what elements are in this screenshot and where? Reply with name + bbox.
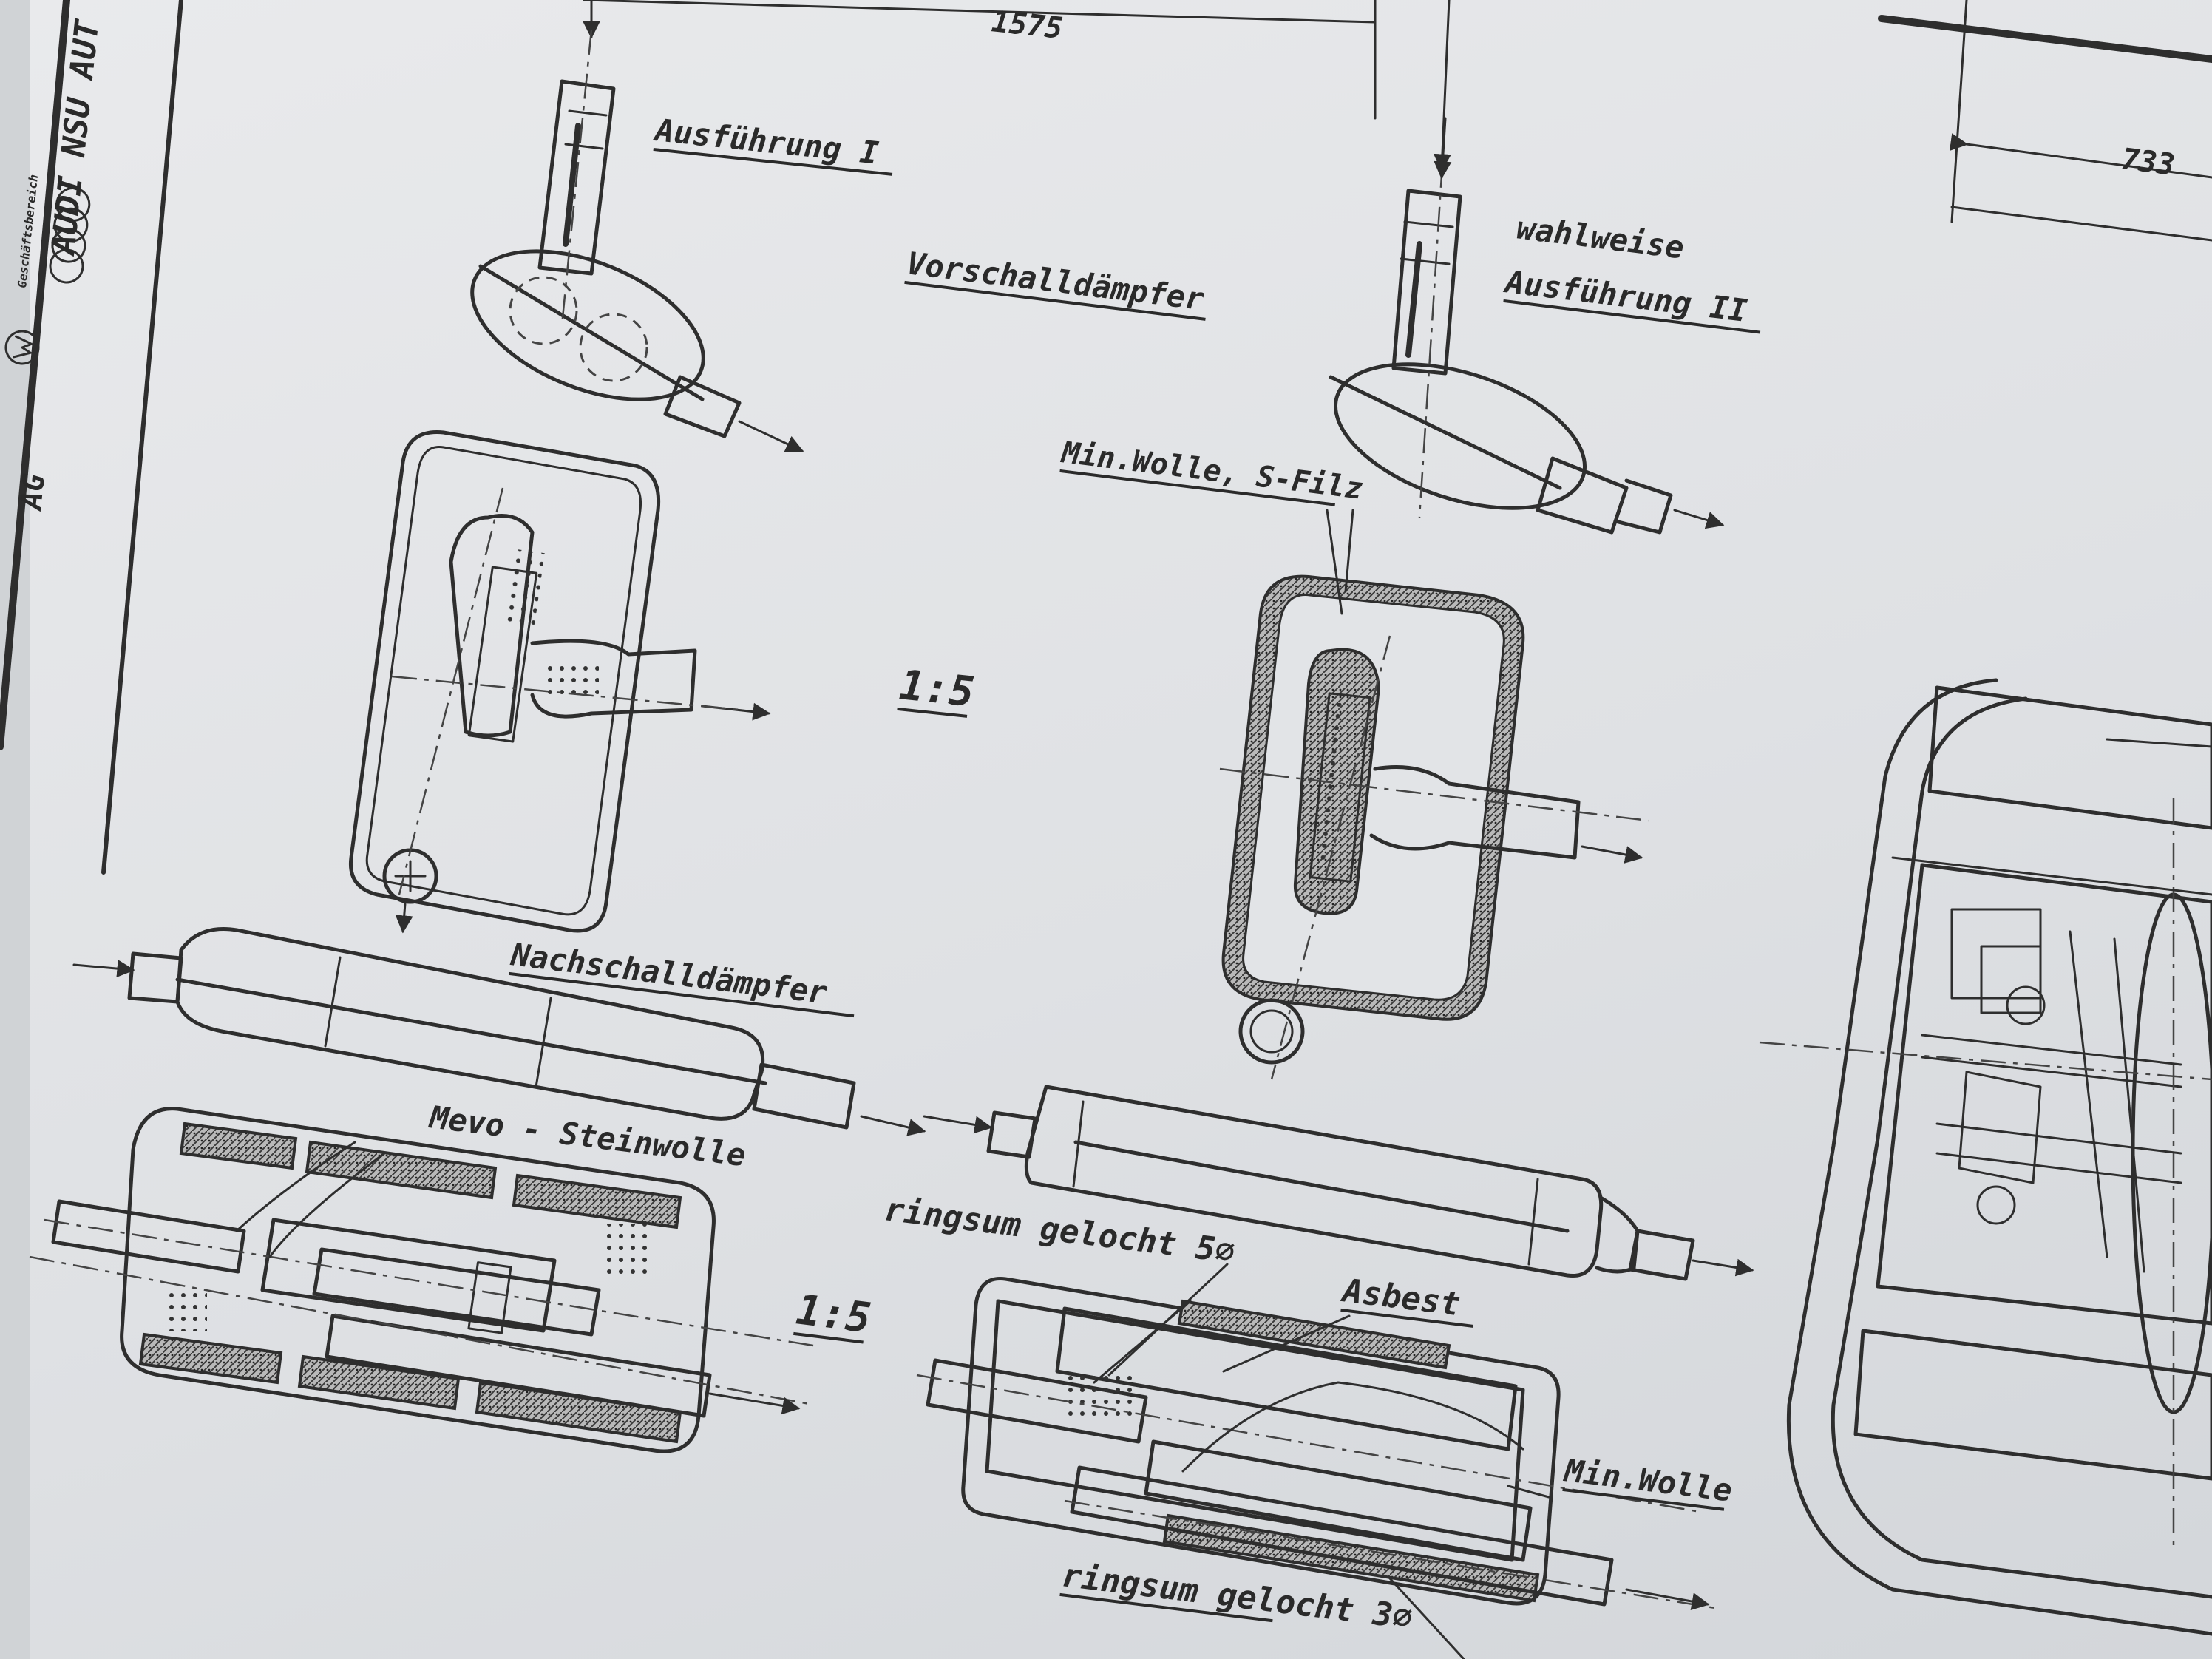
label-vorschalldaempfer: Vorschalldämpfer [905, 245, 1207, 317]
dimension-733-label: 733 [2120, 142, 2177, 182]
audi-rings-logo [49, 186, 91, 284]
label-mevo-steinwolle: Mevo - Steinwolle [427, 1099, 748, 1173]
title-block-border-inner [101, 0, 183, 875]
vw-logo [4, 330, 40, 365]
label-min-wolle-s-filz: Min.Wolle, S-Filz [1059, 435, 1365, 506]
leader-min-wolle [1507, 1485, 1550, 1499]
leader-ringsum-5 [1107, 1263, 1229, 1377]
label-wahlweise: wahlweise [1515, 209, 1686, 265]
title-block [0, 0, 183, 1659]
right-dimension-733 [1878, 0, 2212, 242]
leader-min-wolle-s-filz [1326, 509, 1343, 615]
label-scale-lower: 1:5 [793, 1286, 873, 1343]
vorschalldaempfer-2-side-view [1329, 117, 1725, 535]
vorschalldaempfer-1-section [348, 430, 771, 934]
label-ringsum-gelocht-5: ringsum gelocht 5⌀ [883, 1190, 1237, 1271]
label-ausfuehrung-2: Ausführung II [1502, 263, 1749, 329]
nachschalldaempfer-right-section [916, 1276, 1716, 1610]
vorschalldaempfer-1-side-view [470, 29, 804, 452]
vorschalldaempfer-2-section [1219, 509, 1649, 1080]
company-fragment: AG [14, 472, 52, 513]
label-nachschalldaempfer: Nachschalldämpfer [509, 936, 830, 1011]
leader-ringsum-3 [1388, 1577, 1465, 1659]
leader-asbest [1222, 1314, 1351, 1373]
label-scale-upper: 1:5 [898, 661, 977, 716]
nachschalldaempfer-left-section [29, 1107, 814, 1453]
label-asbest: Asbest [1339, 1272, 1462, 1323]
vehicle-engine-view [1759, 678, 2212, 1636]
title-block-border [0, 0, 70, 750]
dimension-1575-label: 1575 [990, 4, 1065, 46]
nachschalldaempfer-right-side-view [923, 1085, 1754, 1281]
nachschalldaempfer-left-side-view [72, 927, 926, 1136]
